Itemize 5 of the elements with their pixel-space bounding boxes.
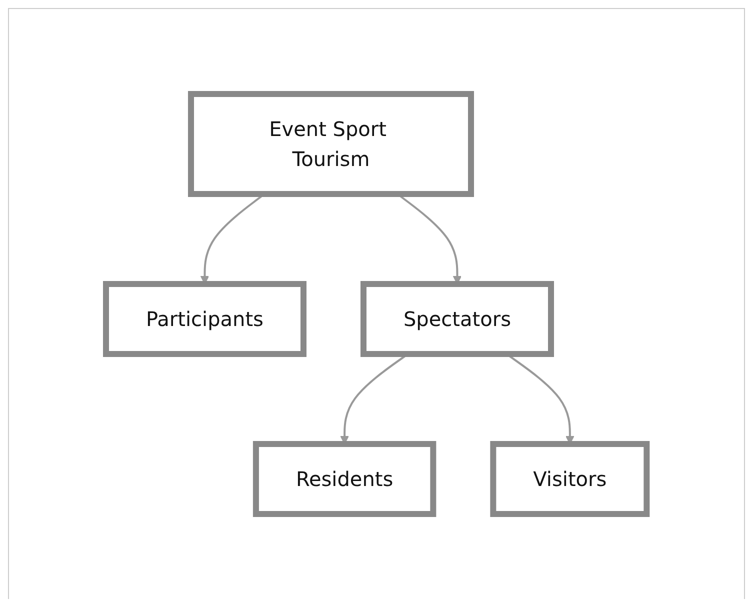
node-box: Event Sport Tourism (188, 91, 474, 197)
node-box: Spectators (360, 281, 554, 357)
node-box: Participants (103, 281, 307, 357)
node-box: Residents (253, 441, 436, 517)
node-box: Visitors (490, 441, 650, 517)
